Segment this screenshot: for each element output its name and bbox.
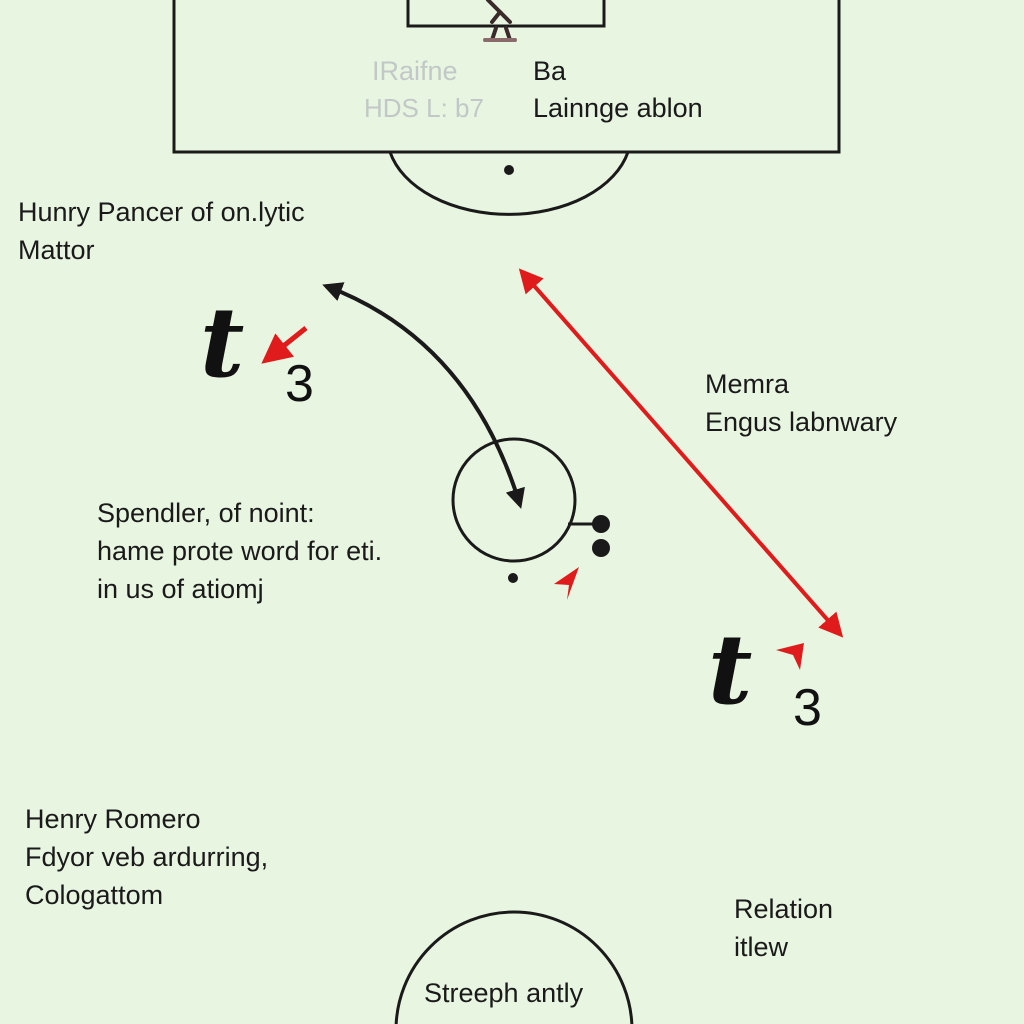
run-arrow-center: [554, 567, 579, 600]
goal-area-top: [406, 0, 606, 28]
box-label-faded-2-text: HDS L: b7: [364, 93, 484, 123]
annotation-line: Relation: [734, 894, 834, 924]
box-label-faded-1-text: IRaifne: [372, 56, 458, 86]
box-label-2: Lainnge ablon: [533, 89, 703, 127]
ball-zone-circle: [451, 437, 577, 563]
ball-dot: [592, 515, 610, 533]
center-circle-bottom: [394, 910, 634, 1024]
annotation-bottom-left: Henry Romero Fdyor veb ardurring, Cologa…: [25, 800, 268, 914]
box-label-1-text: Ba: [533, 56, 567, 86]
penalty-spot: [504, 165, 514, 175]
annotation-line: itlew: [734, 932, 789, 962]
goalkeeper-figure-icon: [483, 0, 517, 42]
annotation-line: Engus labnwary: [705, 407, 898, 437]
annotation-center-left: Spendler, of noint: hame prote word for …: [97, 494, 382, 608]
annotation-top-left: Hunry Pancer of on.lytic Mattor: [18, 193, 305, 269]
player-glyph: t: [200, 286, 245, 399]
box-label-faded-2: HDS L: b7: [364, 89, 484, 127]
run-arrow-long: [518, 268, 844, 638]
annotation-line: in us of atiomj: [97, 574, 264, 604]
annotation-line: hame prote word for eti.: [97, 536, 383, 566]
annotation-line: Spendler, of noint:: [97, 498, 315, 528]
player-number: 3: [285, 355, 314, 413]
annotation-line: Mattor: [18, 235, 95, 265]
annotation-bottom-right: Relation itlew: [734, 890, 833, 966]
annotation-line: Memra: [705, 369, 790, 399]
ball-dot: [592, 539, 610, 557]
pass-arrow: [322, 282, 525, 509]
box-label-1: Ba: [533, 52, 566, 90]
penalty-arc-top: [388, 151, 630, 216]
penalty-box-top: [172, 0, 841, 154]
annotation-bottom-center: Streeph antly: [424, 974, 583, 1012]
ball-dot: [508, 573, 518, 583]
annotation-line: Hunry Pancer of on.lytic: [18, 197, 305, 227]
box-label-2-text: Lainnge ablon: [533, 93, 703, 123]
player-number: 3: [793, 679, 822, 737]
run-arrow-player-2: [776, 643, 804, 670]
annotation-right-mid: Memra Engus labnwary: [705, 365, 897, 441]
annotation-line: Henry Romero: [25, 804, 201, 834]
annotation-line: Cologattom: [25, 880, 164, 910]
run-arrow-player-1: [261, 326, 308, 364]
box-label-faded-1: IRaifne: [372, 52, 458, 90]
annotation-bottom-center-text: Streeph antly: [424, 978, 584, 1008]
annotation-line: Fdyor veb ardurring,: [25, 842, 269, 872]
player-glyph: t: [708, 613, 753, 726]
